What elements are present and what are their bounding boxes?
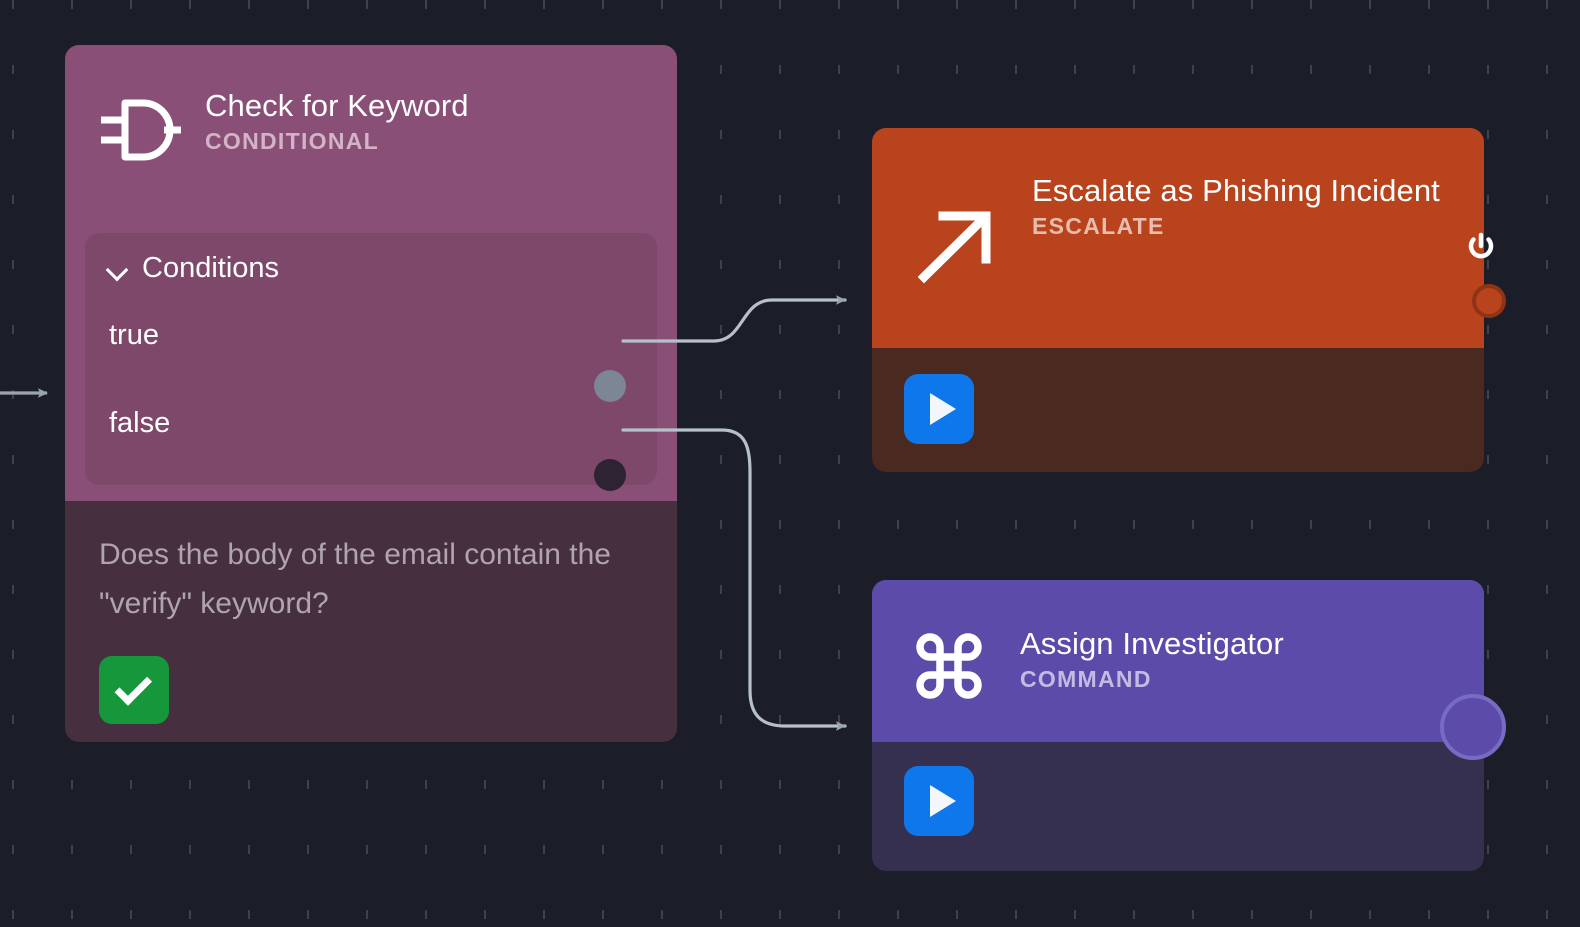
condition-branch-true[interactable]: true: [109, 315, 657, 355]
node-type-label: COMMAND: [1020, 666, 1152, 693]
power-icon[interactable]: [1466, 231, 1496, 261]
play-icon: [929, 393, 956, 425]
node-type-label: CONDITIONAL: [205, 128, 380, 155]
node-header-conditional: Check for Keyword CONDITIONAL Conditions…: [65, 45, 677, 501]
conditions-label: Conditions: [142, 252, 280, 284]
check-icon: [114, 667, 153, 706]
output-port-true[interactable]: [594, 370, 626, 402]
node-type-label: ESCALATE: [1032, 213, 1165, 240]
node-body-command: [872, 742, 1484, 871]
condition-branch-false[interactable]: false: [109, 403, 657, 443]
node-header-escalate: Escalate as Phishing Incident ESCALATE: [872, 128, 1484, 348]
chevron-down-icon[interactable]: [107, 262, 129, 275]
arrow-up-right-icon: [918, 207, 996, 285]
status-badge-success: [99, 656, 169, 725]
node-body-conditional: Does the body of the email contain the "…: [65, 501, 677, 725]
logic-gate-icon: [99, 95, 183, 165]
command-icon: [916, 633, 982, 699]
node-title: Escalate as Phishing Incident: [1032, 173, 1440, 208]
node-escalate-as-phishing-incident[interactable]: Escalate as Phishing Incident ESCALATE: [872, 128, 1484, 472]
run-button[interactable]: [904, 374, 974, 444]
output-port-command[interactable]: [1440, 694, 1506, 760]
output-port-false[interactable]: [594, 459, 626, 491]
node-description: Does the body of the email contain the "…: [99, 538, 611, 620]
conditions-panel[interactable]: Conditions true false: [85, 233, 657, 485]
node-header-command: Assign Investigator COMMAND: [872, 580, 1484, 742]
branch-label: false: [109, 406, 171, 439]
play-icon: [929, 785, 956, 817]
node-title: Check for Keyword: [205, 88, 469, 123]
run-button[interactable]: [904, 766, 974, 836]
conditions-toggle[interactable]: Conditions: [107, 252, 657, 285]
node-body-escalate: [872, 348, 1484, 472]
node-assign-investigator[interactable]: Assign Investigator COMMAND: [872, 580, 1484, 871]
branch-label: true: [109, 318, 159, 351]
node-title: Assign Investigator: [1020, 626, 1284, 661]
node-check-for-keyword[interactable]: Check for Keyword CONDITIONAL Conditions…: [65, 45, 677, 742]
output-port-escalate[interactable]: [1472, 284, 1506, 318]
